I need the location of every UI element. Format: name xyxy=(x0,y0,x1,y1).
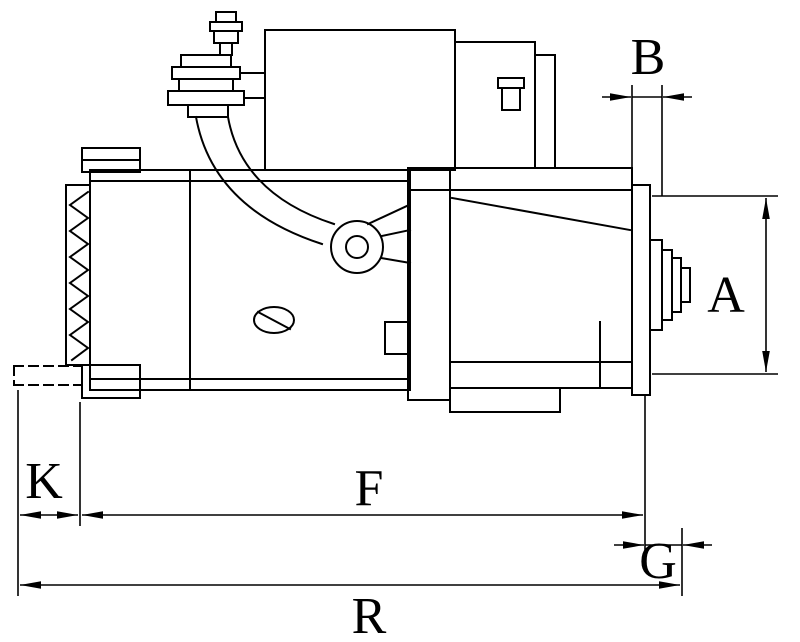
starter-motor-drawing xyxy=(13,11,691,413)
dimension-label-f: F xyxy=(355,460,384,517)
battery-terminal xyxy=(167,54,266,118)
top-right-mount xyxy=(454,41,556,169)
field-terminal-boss xyxy=(330,203,412,274)
left-end-bracket xyxy=(65,147,141,399)
dimension-f xyxy=(82,396,646,556)
dimension-label-a: A xyxy=(707,267,745,324)
dimension-a xyxy=(652,195,778,375)
dimension-label-r: R xyxy=(352,588,387,642)
dimension-label-b: B xyxy=(631,29,666,86)
dimension-label-k: K xyxy=(25,453,63,510)
dimension-k xyxy=(17,390,81,596)
drive-end-housing xyxy=(407,167,633,413)
dimension-g xyxy=(614,528,712,596)
cable xyxy=(194,115,336,246)
dimension-b xyxy=(602,85,692,196)
solenoid xyxy=(264,29,456,171)
rear-shaft-steps xyxy=(631,184,691,396)
top-bolt xyxy=(209,11,243,56)
dimension-label-g: G xyxy=(639,533,677,590)
motor-body xyxy=(89,169,411,391)
hidden-shaft-dashed xyxy=(13,365,81,386)
screw-detail xyxy=(253,306,295,334)
